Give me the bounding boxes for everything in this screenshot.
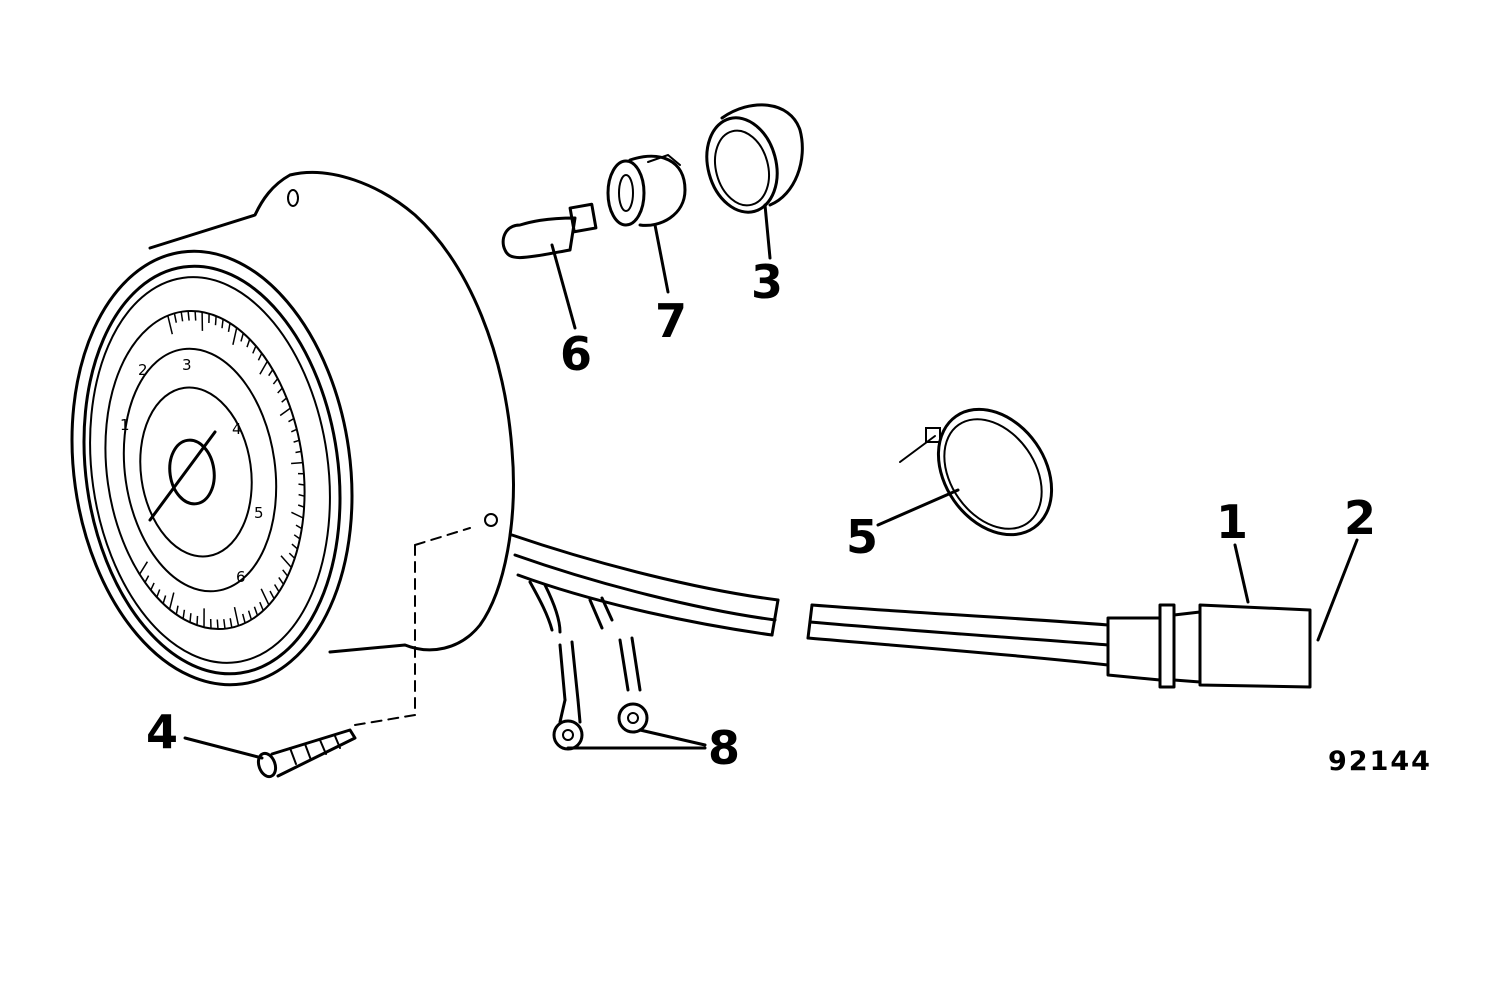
dial-tick [279, 407, 291, 417]
dial-tick [240, 332, 245, 342]
dial-tick [277, 387, 283, 394]
dial-tick [291, 461, 303, 465]
dial-tick [227, 322, 231, 333]
dial-tick [273, 584, 280, 593]
dial-tick-marks [138, 310, 305, 630]
dial-number-5: 5 [254, 504, 264, 522]
dial-tick [144, 575, 150, 583]
dial-tick [162, 595, 167, 604]
dial-tick [194, 311, 197, 321]
dial-tick [269, 590, 275, 600]
callout-3: 3 [751, 255, 783, 309]
dial-tick [216, 619, 219, 630]
dial-number-6: 6 [236, 568, 246, 586]
dial-tick [257, 352, 263, 361]
callout-1: 1 [1216, 495, 1248, 549]
callout-6: 6 [560, 327, 592, 381]
dial-tick [233, 606, 240, 626]
dial-number-4: 4 [232, 420, 242, 438]
dial-tick [246, 338, 251, 348]
dial-tick [232, 327, 238, 345]
dial-tick [221, 319, 224, 329]
dial-tick [241, 613, 246, 624]
wire-connector [1106, 603, 1312, 689]
dial-tick [260, 588, 270, 606]
ring-terminals [552, 636, 649, 751]
dial-tick [173, 313, 178, 323]
callout-7: 7 [655, 294, 687, 348]
callout-2: 2 [1344, 491, 1376, 545]
dial-tick [175, 605, 179, 615]
dial-tick [196, 615, 199, 626]
dial-tick [223, 619, 226, 629]
callout-5: 5 [846, 510, 878, 564]
rubber-grommet [705, 103, 804, 214]
dial-tick [156, 589, 161, 598]
dial-tick [168, 592, 175, 610]
dial-tick [253, 606, 259, 616]
dial-tick [297, 504, 305, 508]
dial-tick [282, 569, 289, 577]
dial-tick [167, 315, 174, 335]
cable-tie [899, 407, 1054, 537]
dial-tick [278, 576, 285, 585]
dial-tick [259, 360, 269, 375]
dial-number-2: 2 [138, 361, 148, 379]
dial-tick [298, 483, 305, 486]
lamp-socket [606, 153, 687, 227]
gauge-bezel [70, 249, 354, 687]
dial-tick [291, 511, 304, 519]
dial-number-3: 3 [182, 356, 192, 374]
dial-tick [290, 428, 298, 433]
dial-tick [138, 561, 149, 575]
callout-8: 8 [708, 721, 740, 775]
callout-4: 4 [146, 705, 178, 759]
dial-tick [280, 555, 292, 568]
dial-tick [291, 543, 298, 550]
dial-tick [182, 609, 186, 619]
dial-tick [295, 524, 303, 530]
dial-number-1: 1 [120, 416, 130, 434]
dial-tick [288, 417, 295, 423]
dial-tick [150, 582, 155, 591]
dial-tick [298, 493, 305, 497]
dial-tick [180, 311, 184, 322]
gauge-housing [148, 170, 515, 726]
dial-tick [288, 552, 296, 559]
dial-tick [293, 534, 301, 540]
needle-hub [168, 438, 216, 506]
lamp-bulb [501, 202, 598, 260]
gauge-dial-face: 1 2 3 4 5 6 [104, 309, 306, 631]
dial-tick [214, 315, 217, 326]
dial-tick [295, 450, 302, 454]
dial-tick [272, 378, 279, 385]
dial-tick [252, 345, 257, 354]
leader-lines [183, 203, 1359, 760]
figure-number: 92144 [1328, 746, 1432, 777]
dial-tick [268, 369, 274, 377]
dial-tick [189, 613, 192, 623]
dial-tick [229, 618, 233, 628]
gauge-needle [148, 430, 217, 522]
dial-tick [293, 439, 300, 443]
mounting-screw [256, 728, 357, 779]
dial-tick [281, 397, 288, 403]
dial-tick [259, 601, 264, 611]
wiring-harness [510, 533, 1110, 667]
dial-tick [247, 610, 253, 620]
dial-tick [187, 310, 190, 321]
